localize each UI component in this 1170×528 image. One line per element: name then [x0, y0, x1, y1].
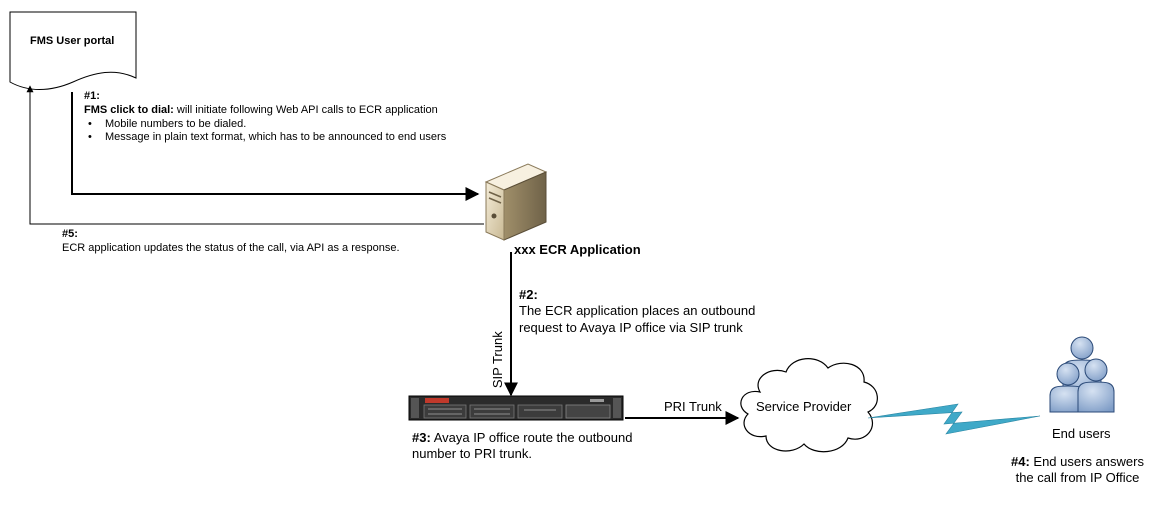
step1-bullet-1: Mobile numbers to be dialed.: [84, 118, 446, 132]
step4-line-1: End users answers: [1029, 454, 1144, 469]
portal-label: FMS User portal: [30, 35, 115, 47]
step2-number: #2:: [519, 287, 538, 302]
server-label: xxx ECR Application: [514, 242, 641, 257]
arrow-portal-to-server: [71, 92, 480, 201]
portal-document-shape[interactable]: [9, 11, 137, 90]
step4-line-1-row: #4: End users answers: [1011, 454, 1144, 470]
step3-line-1-row: #3: Avaya IP office route the outbound: [412, 430, 632, 446]
step1-bullet-2: Message in plain text format, which has …: [84, 131, 446, 145]
step1-annotation: #1: FMS click to dial: will initiate fol…: [84, 90, 446, 145]
ip-office-rack-icon[interactable]: [408, 395, 624, 421]
step3-number: #3:: [412, 430, 431, 445]
step1-heading-line: FMS click to dial: will initiate followi…: [84, 104, 446, 118]
step5-annotation: #5: ECR application updates the status o…: [62, 228, 400, 256]
step3-line-2: number to PRI trunk.: [412, 446, 532, 462]
step1-bullet-list: Mobile numbers to be dialed. Message in …: [84, 118, 446, 146]
service-provider-cloud[interactable]: [740, 358, 878, 453]
step4-annotation: #4: End users answers the call from IP O…: [1011, 454, 1144, 487]
step2-annotation: #2: The ECR application places an outbou…: [519, 287, 755, 336]
step1-number: #1:: [84, 90, 100, 102]
step1-text: will initiate following Web API calls to…: [173, 103, 438, 116]
arrow-server-to-portal: [26, 85, 484, 225]
step3-line-1: Avaya IP office route the outbound: [430, 430, 633, 445]
end-users-label: End users: [1052, 426, 1111, 441]
wireless-link-lightning: [867, 403, 1041, 435]
step3-annotation: #3: Avaya IP office route the outbound n…: [412, 430, 632, 463]
step4-number: #4:: [1011, 454, 1030, 469]
step1-title: FMS click to dial:: [84, 103, 174, 116]
pri-trunk-label: PRI Trunk: [664, 399, 722, 414]
step4-line-2: the call from IP Office: [1015, 470, 1140, 486]
step2-line-2: request to Avaya IP office via SIP trunk: [519, 319, 743, 335]
step5-text: ECR application updates the status of th…: [62, 241, 400, 254]
service-provider-label: Service Provider: [756, 399, 852, 414]
step5-number: #5:: [62, 228, 78, 240]
end-users-icon[interactable]: [1049, 336, 1115, 413]
sip-trunk-label: SIP Trunk: [489, 331, 505, 389]
step2-line-1: The ECR application places an outbound: [519, 303, 756, 319]
server-icon[interactable]: [484, 163, 548, 241]
